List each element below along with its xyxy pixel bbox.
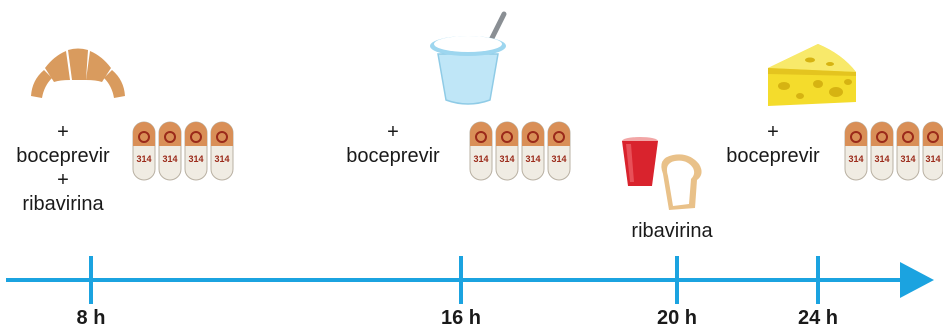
capsule-icon: 314 <box>521 121 545 181</box>
capsule-imprint: 314 <box>473 154 488 164</box>
capsule-icon: 314 <box>210 121 234 181</box>
capsule-imprint: 314 <box>848 154 863 164</box>
capsule-imprint: 314 <box>900 154 915 164</box>
drug-label-boceprevir: boceprevir <box>726 145 820 167</box>
capsule-icon: 314 <box>495 121 519 181</box>
capsule-imprint: 314 <box>214 154 229 164</box>
capsule-group: 314 314 314 314 <box>844 121 943 181</box>
drug-label-ribavirina: ribavirina <box>22 193 104 215</box>
tick-label-8h: 8 h <box>76 307 106 329</box>
drug-label-ribavirina: ribavirina <box>631 220 713 242</box>
capsule-icon: 314 <box>184 121 208 181</box>
capsule-icon: 314 <box>469 121 493 181</box>
capsule-icon: 314 <box>896 121 920 181</box>
capsule-icon: 314 <box>870 121 894 181</box>
plus-sign: + <box>767 121 779 143</box>
drug-label-boceprevir: boceprevir <box>346 145 440 167</box>
capsule-imprint: 314 <box>162 154 177 164</box>
croissant-icon <box>31 48 125 98</box>
drug-label-boceprevir: boceprevir <box>16 145 110 167</box>
capsule-imprint: 314 <box>525 154 540 164</box>
yogurt-icon <box>430 11 507 105</box>
capsule-icon: 314 <box>132 121 156 181</box>
capsule-group: 314 314 314 314 <box>132 121 234 181</box>
capsule-imprint: 314 <box>925 154 940 164</box>
capsule-icon: 314 <box>922 121 943 181</box>
plus-sign: + <box>57 169 69 191</box>
capsule-icon: 314 <box>844 121 868 181</box>
plus-sign: + <box>387 121 399 143</box>
capsule-group: 314 314 314 314 <box>469 121 571 181</box>
cup-icon <box>622 137 658 186</box>
capsule-imprint: 314 <box>874 154 889 164</box>
cheese-icon <box>768 44 856 106</box>
tick-label-20h: 20 h <box>656 307 698 329</box>
capsule-icon: 314 <box>547 121 571 181</box>
plus-sign: + <box>57 121 69 143</box>
tick-label-24h: 24 h <box>797 307 839 329</box>
capsule-imprint: 314 <box>499 154 514 164</box>
timeline-arrowhead <box>900 262 934 298</box>
capsule-icon: 314 <box>158 121 182 181</box>
bread-icon <box>661 154 702 210</box>
capsule-imprint: 314 <box>136 154 151 164</box>
capsule-imprint: 314 <box>188 154 203 164</box>
tick-label-16h: 16 h <box>440 307 482 329</box>
capsule-imprint: 314 <box>551 154 566 164</box>
timeline-axis <box>6 256 934 304</box>
